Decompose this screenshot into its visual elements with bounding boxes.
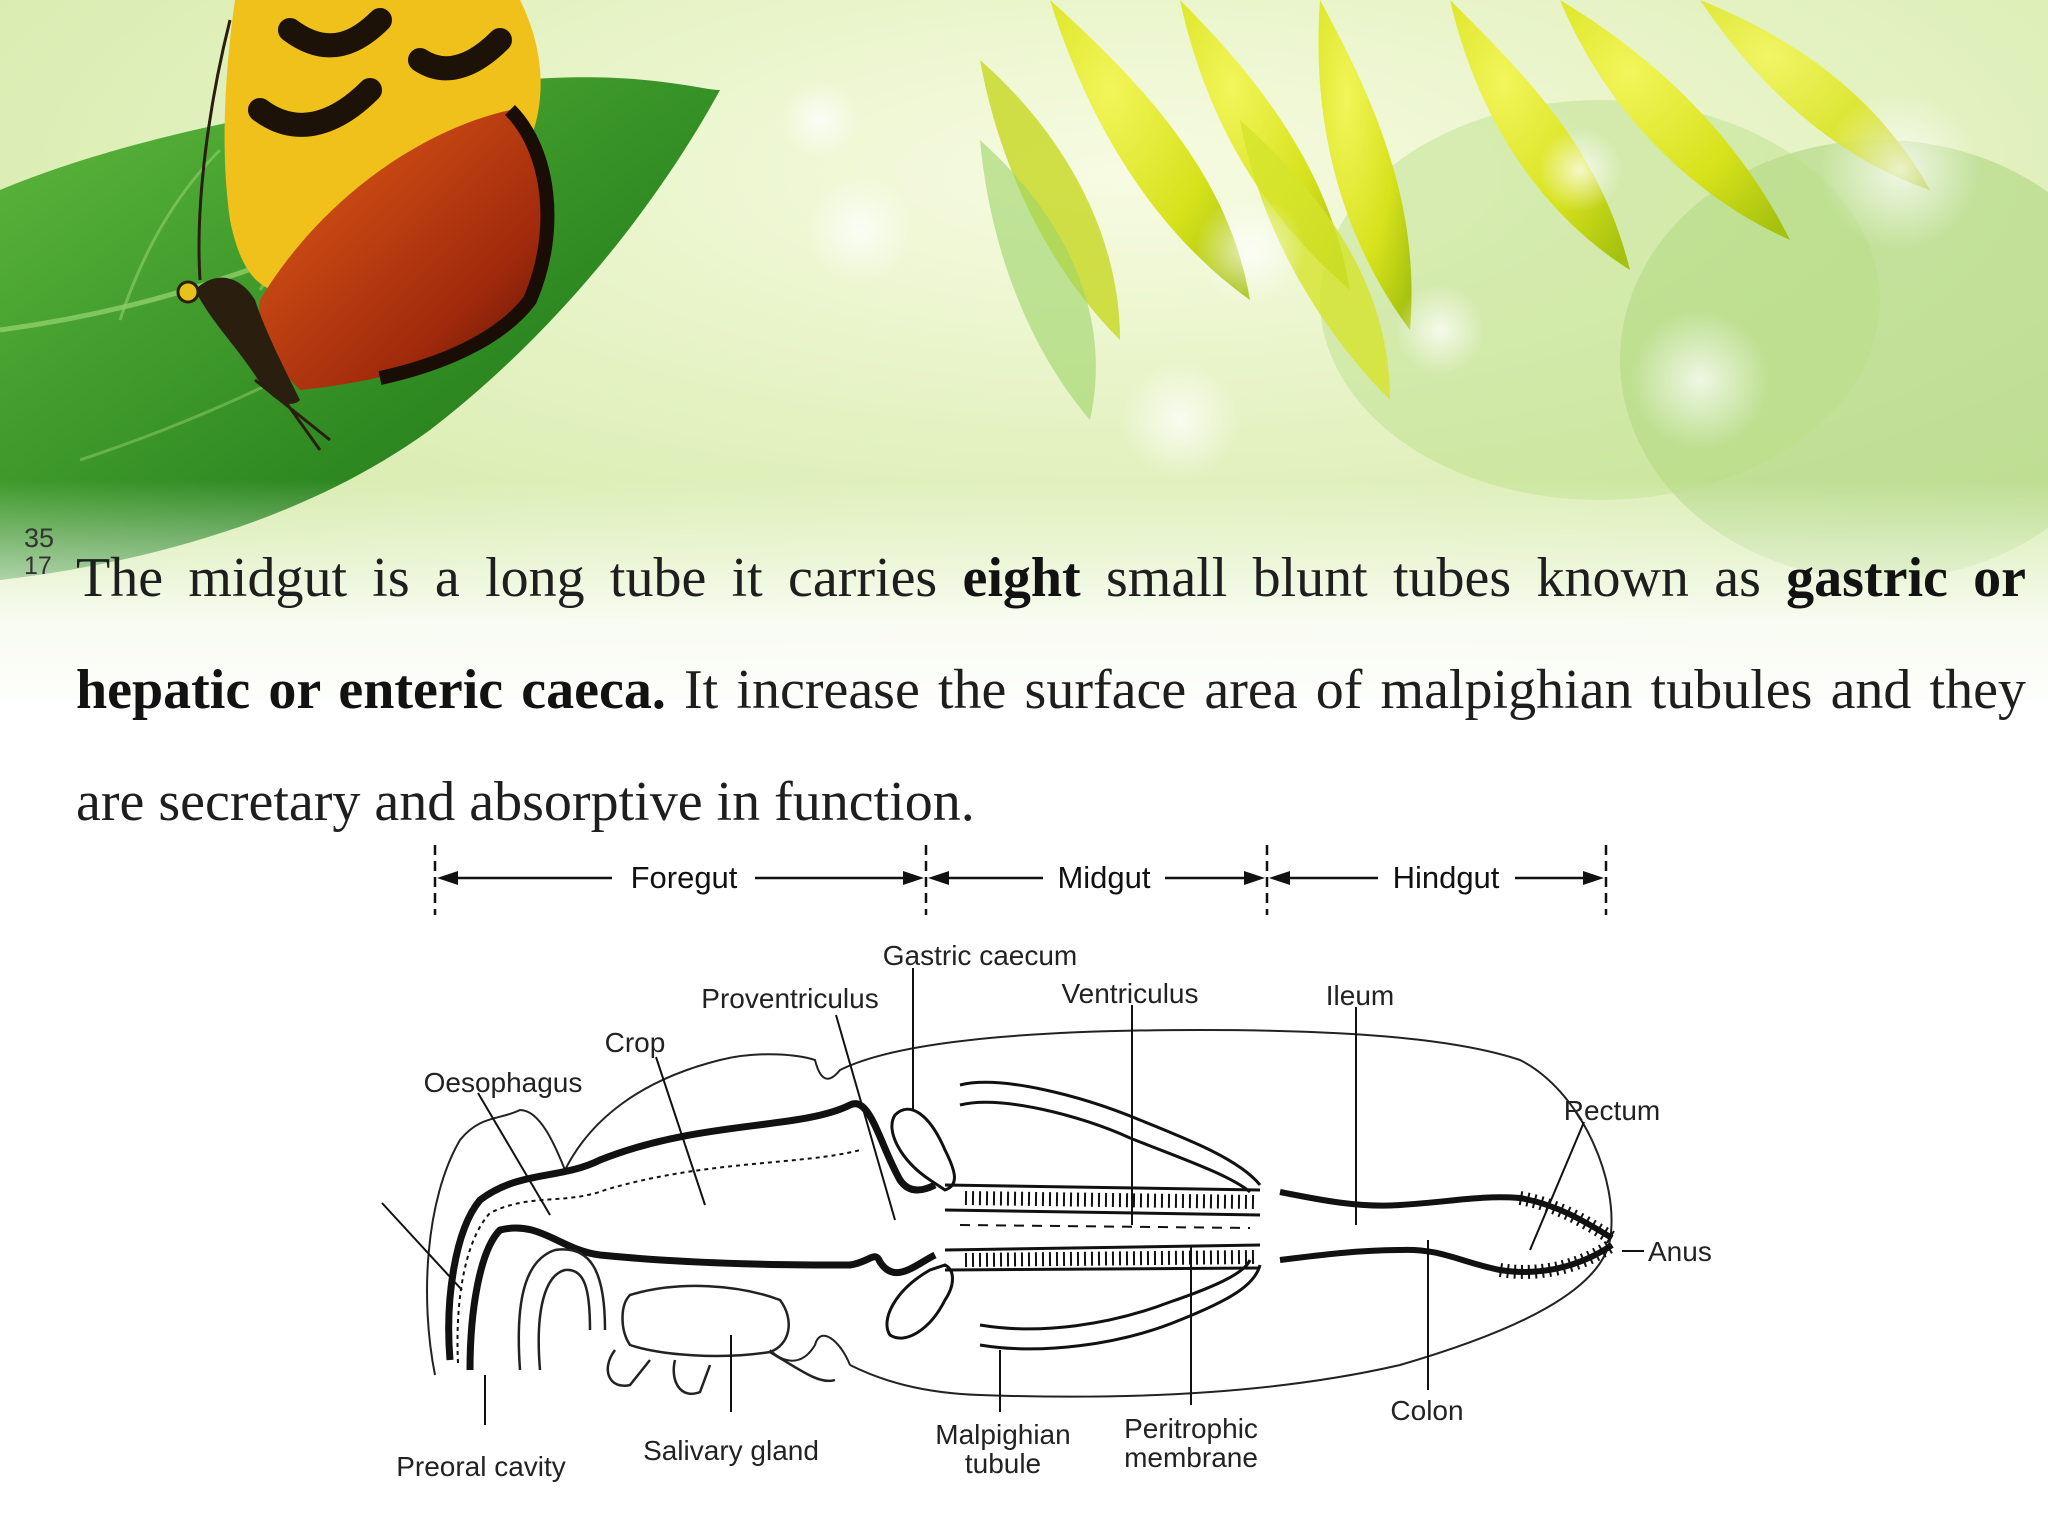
salivary-gland-shape	[517, 1248, 836, 1395]
paragraph-emphasis-eight: eight	[962, 547, 1081, 609]
label-ventriculus: Ventriculus	[1062, 978, 1199, 1009]
label-colon: Colon	[1390, 1395, 1463, 1426]
paragraph-text-2: small blunt tubes known as	[1080, 547, 1787, 609]
label-crop: Crop	[605, 1027, 666, 1058]
label-preoral-cavity: Preoral cavity	[396, 1451, 566, 1482]
label-oesophagus: Oesophagus	[424, 1067, 583, 1098]
foregut-tube	[445, 1100, 937, 1371]
label-leader-lines	[381, 968, 1644, 1425]
gastric-caecum-shape	[885, 1107, 956, 1340]
gut-region-bracket	[433, 845, 1608, 915]
midgut-tube	[944, 1183, 1261, 1272]
slide-number-top: 35	[24, 523, 55, 553]
paragraph-text-1: The midgut is a long tube it carries	[76, 547, 963, 609]
label-rectum: Rectum	[1564, 1095, 1660, 1126]
label-gastric-caecum: Gastric caecum	[883, 940, 1078, 971]
hindgut-label: Hindgut	[1393, 860, 1500, 895]
label-anus: Anus	[1648, 1236, 1712, 1267]
slide-number-bottom: 17	[24, 552, 52, 580]
paragraph-text-3: It increase the surface area of malpighi…	[76, 659, 2027, 833]
midgut-label: Midgut	[1057, 860, 1150, 895]
banner-fade	[0, 480, 2048, 740]
nature-banner-background	[0, 0, 2048, 700]
label-proventriculus: Proventriculus	[701, 983, 878, 1014]
hindgut-tube	[1279, 1189, 1616, 1279]
label-malpighian-tubule-line2: tubule	[965, 1448, 1041, 1479]
label-ileum: Ileum	[1326, 980, 1394, 1011]
label-malpighian-tubule-line1: Malpighian	[935, 1419, 1070, 1450]
butterfly-icon	[176, 0, 555, 451]
label-peritrophic-membrane-line2: membrane	[1124, 1442, 1258, 1473]
label-peritrophic-membrane-line1: Peritrophic	[1124, 1413, 1258, 1444]
slide-number: 35 17	[24, 525, 68, 579]
foregut-label: Foregut	[631, 860, 738, 895]
paragraph-emphasis-caeca: gastric or hepatic or enteric caeca.	[76, 547, 2026, 721]
malpighian-tubules-shape	[959, 1080, 1262, 1351]
label-salivary-gland: Salivary gland	[643, 1435, 819, 1466]
body-paragraph: The midgut is a long tube it carries eig…	[76, 522, 2026, 858]
